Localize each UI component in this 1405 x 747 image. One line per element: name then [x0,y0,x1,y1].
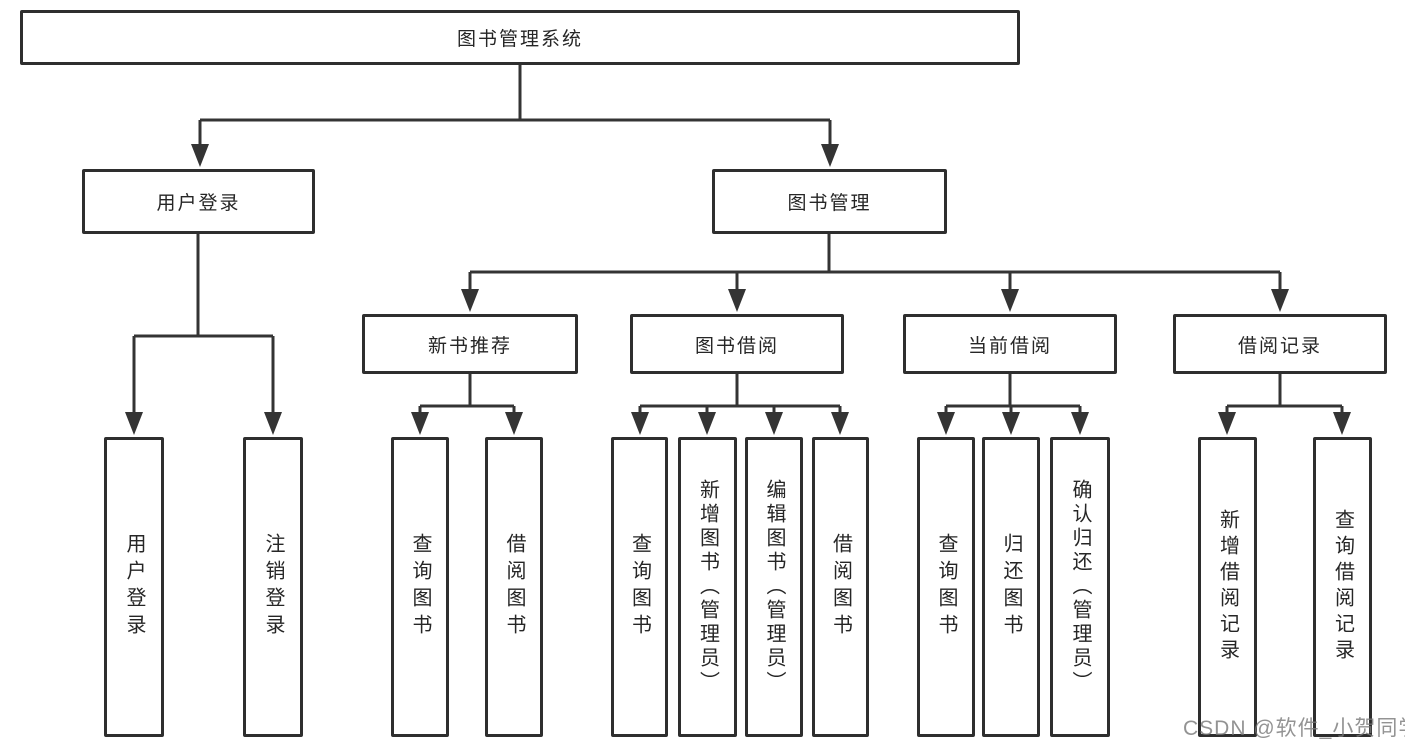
node-user-login: 用户登录 [82,169,315,234]
node-label: 借阅记录 [1237,335,1322,357]
node-label: 图书借阅 [694,335,779,357]
leaf-logout: 注销登录 [243,437,303,737]
node-label: 编辑图书（管理员） [763,479,785,695]
node-book-borrow: 图书借阅 [630,314,844,374]
node-label: 归还图书 [1000,533,1022,641]
node-current-borrow: 当前借阅 [903,314,1117,374]
node-label: 查询图书 [409,533,431,641]
leaf-return-books: 归还图书 [982,437,1040,737]
node-borrow-records: 借阅记录 [1173,314,1387,374]
leaf-add-borrow-record: 新增借阅记录 [1198,437,1257,737]
node-label: 新书推荐 [427,335,512,357]
node-label: 用户登录 [156,193,241,214]
leaf-confirm-return-admin: 确认归还（管理员） [1050,437,1110,737]
leaf-add-books-admin: 新增图书（管理员） [678,437,737,737]
node-label: 新增借阅记录 [1216,509,1239,665]
node-label: 查询图书 [628,533,651,641]
leaf-edit-books-admin: 编辑图书（管理员） [745,437,803,737]
node-label: 注销登录 [262,533,284,641]
node-label: 图书管理 [787,193,872,214]
node-label: 当前借阅 [967,335,1052,357]
node-label: 借阅图书 [503,533,525,641]
node-new-book-recommend: 新书推荐 [362,314,578,374]
leaf-query-books-borrow: 查询图书 [611,437,668,737]
node-label: 新增图书（管理员） [696,479,719,695]
node-book-management: 图书管理 [712,169,947,234]
leaf-query-books-recommend: 查询图书 [391,437,449,737]
leaf-user-login: 用户登录 [104,437,164,737]
node-label: 查询借阅记录 [1331,509,1354,665]
node-root: 图书管理系统 [20,10,1020,65]
leaf-query-borrow-record: 查询借阅记录 [1313,437,1372,737]
node-label: 借阅图书 [829,533,852,641]
node-label: 用户登录 [123,533,145,641]
leaf-borrow-books-recommend: 借阅图书 [485,437,543,737]
csdn-watermark: CSDN @软件_小贺同学 [1183,717,1405,740]
node-label: 图书管理系统 [456,29,583,50]
node-label: 确认归还（管理员） [1069,479,1091,695]
leaf-borrow-books-borrow: 借阅图书 [812,437,869,737]
leaf-query-books-current: 查询图书 [917,437,975,737]
node-label: 查询图书 [935,533,957,641]
connector-lines [132,65,1344,417]
arrowhead-icons [125,144,1351,435]
